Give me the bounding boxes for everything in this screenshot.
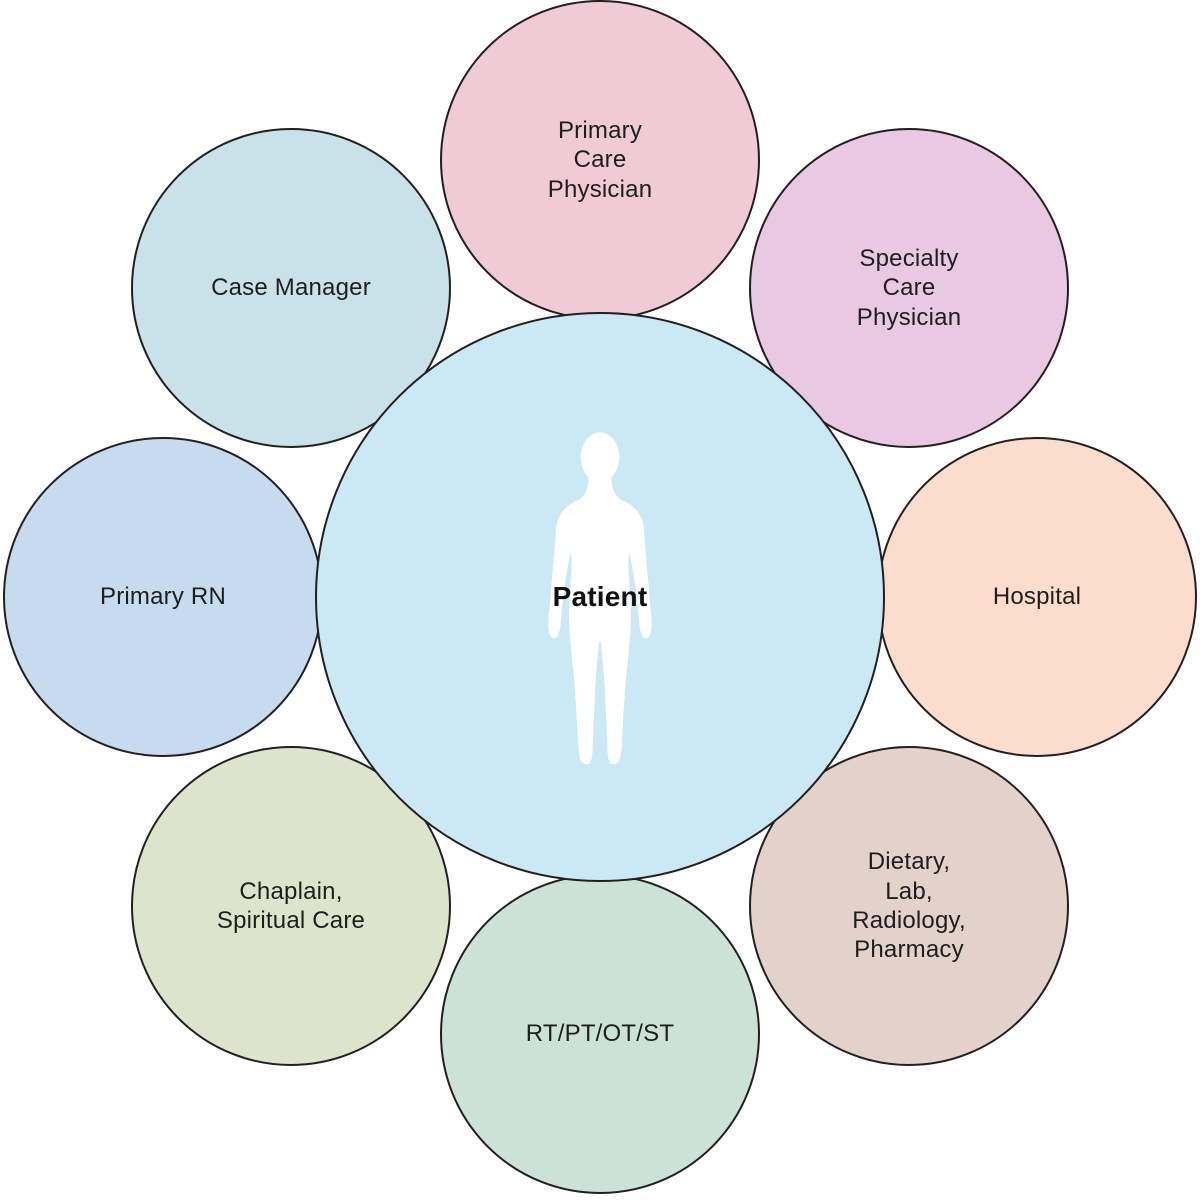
circle-patient: Patient: [315, 312, 885, 882]
circle-label-rt-pt-ot-st: RT/PT/OT/ST: [525, 1020, 675, 1048]
circle-rt-pt-ot-st: RT/PT/OT/ST: [440, 874, 760, 1194]
patient-label: Patient: [552, 581, 648, 612]
circle-hospital: Hospital: [877, 437, 1197, 757]
circle-label-hospital: Hospital: [992, 583, 1082, 611]
circle-label-specialty-care-physician: Specialty Care Physician: [856, 245, 962, 331]
circle-primary-care-physician: Primary Care Physician: [440, 0, 760, 320]
circle-specialty-care-physician: Specialty Care Physician: [749, 128, 1069, 448]
circle-dietary-lab-radiology-pharmacy: Dietary, Lab, Radiology, Pharmacy: [749, 746, 1069, 1066]
circle-label-chaplain-spiritual-care: Chaplain, Spiritual Care: [216, 877, 366, 934]
person-silhouette-icon: [548, 432, 652, 765]
circle-chaplain-spiritual-care: Chaplain, Spiritual Care: [131, 746, 451, 1066]
circle-primary-rn: Primary RN: [3, 437, 323, 757]
circle-label-primary-care-physician: Primary Care Physician: [547, 117, 653, 203]
circle-label-case-manager: Case Manager: [211, 274, 371, 302]
circle-label-primary-rn: Primary RN: [100, 583, 226, 611]
circle-label-dietary-lab-radiology-pharmacy: Dietary, Lab, Radiology, Pharmacy: [852, 848, 966, 964]
